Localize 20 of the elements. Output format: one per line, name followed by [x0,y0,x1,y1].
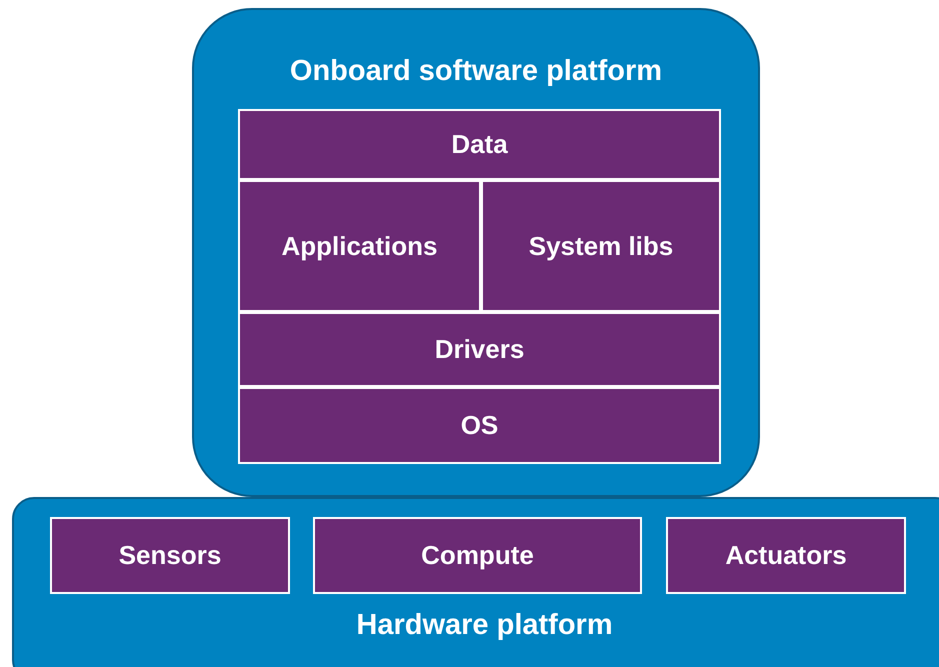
panel-title: Onboard software platform [288,57,664,86]
layer-label: OS [460,409,498,442]
layer-label: Sensors [118,539,222,572]
layer-label: Drivers [434,333,524,366]
platform-panel [192,8,760,497]
layer-box [238,109,721,180]
layer-box [238,387,721,464]
layer-label: System libs [528,230,674,262]
layer-label: Compute [421,539,534,572]
layer-box [666,517,906,594]
layer-box [481,180,721,312]
platform-panel [12,497,939,667]
layer-box [238,312,721,387]
layer-label: Data [451,128,508,161]
layer-box [50,517,290,594]
layer-box [238,180,481,312]
panel-title: Hardware platform [355,611,614,640]
layer-label: Applications [281,230,438,262]
layer-box [313,517,642,594]
layer-label: Actuators [725,539,847,572]
